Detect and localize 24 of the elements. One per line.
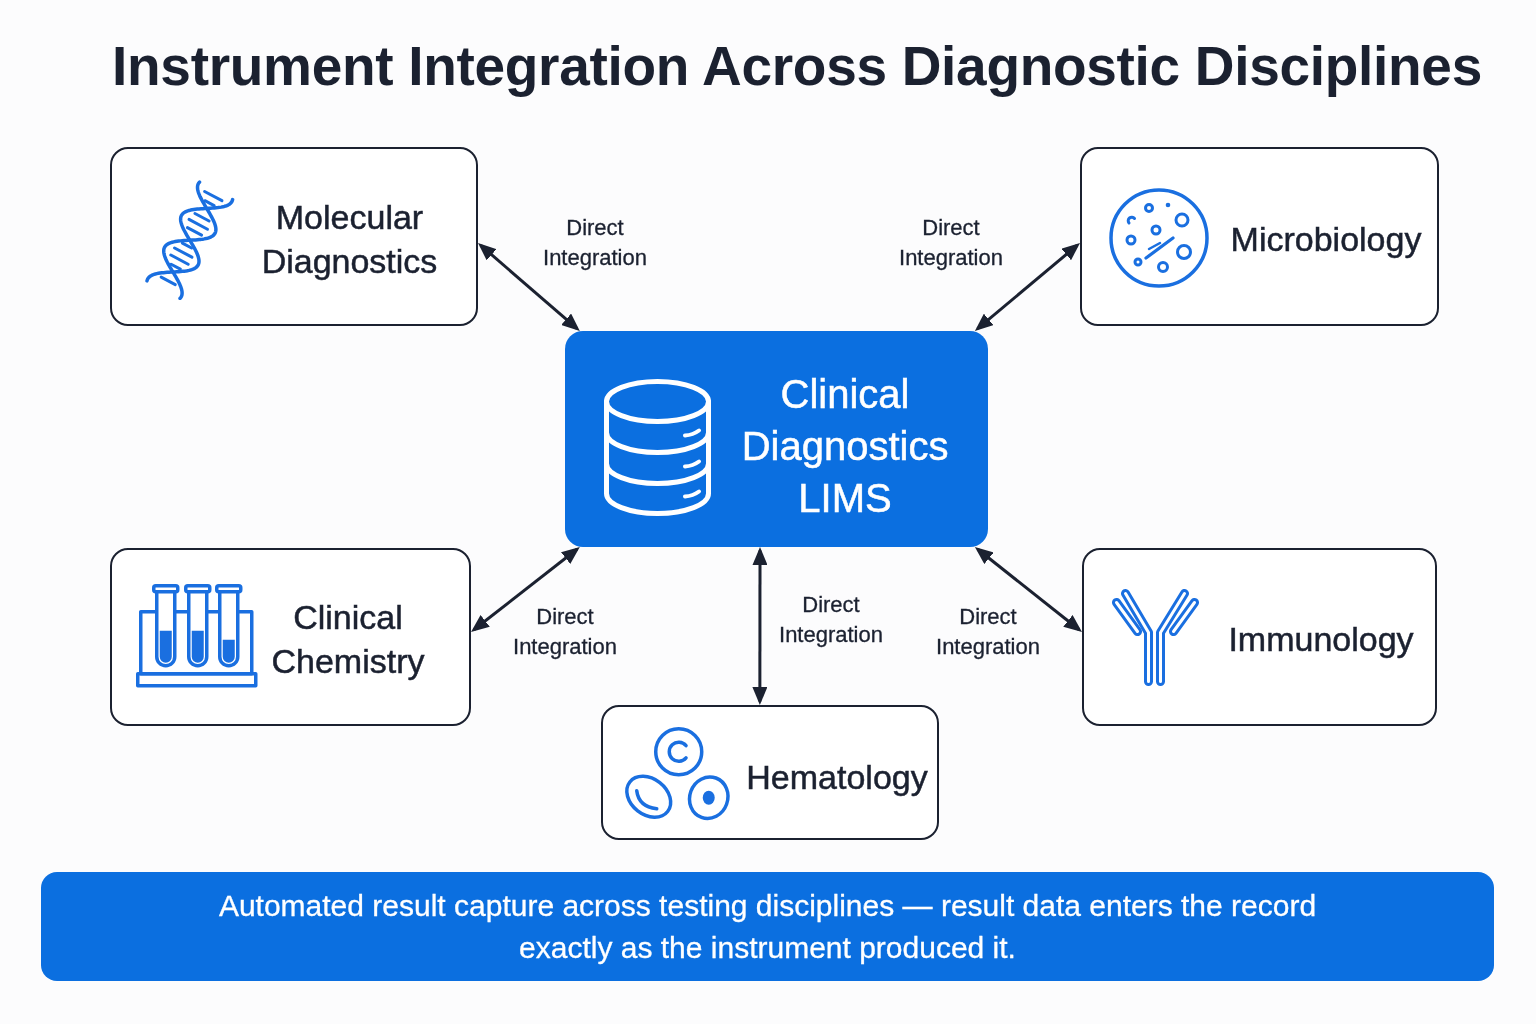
central-box bbox=[565, 331, 988, 547]
discipline-box bbox=[601, 705, 939, 840]
edge-label: Direct Integration bbox=[543, 214, 647, 272]
node-label: Clinical Chemistry bbox=[271, 597, 425, 682]
node-label: Molecular Diagnostics bbox=[261, 196, 438, 282]
caption-text: Automated result capture across testing disciplines — result data enters the record exactly as the instrument produced it. bbox=[217, 887, 1318, 966]
discipline-box bbox=[1080, 147, 1439, 326]
title: Instrument Integration Across Diagnostic Disciplines bbox=[112, 34, 1482, 99]
discipline-box bbox=[110, 147, 478, 326]
edge-label: Direct Integration bbox=[899, 214, 1003, 272]
node-label: Immunology bbox=[1228, 619, 1414, 660]
node-label: Hematology bbox=[746, 757, 928, 798]
edge-label: Direct Integration bbox=[513, 603, 617, 661]
node-label: Microbiology bbox=[1230, 218, 1422, 260]
double-arrow bbox=[752, 547, 768, 705]
double-arrow bbox=[974, 242, 1080, 331]
discipline-box bbox=[110, 548, 471, 726]
double-arrow bbox=[974, 547, 1082, 632]
double-arrow bbox=[478, 242, 580, 331]
discipline-box bbox=[1082, 548, 1437, 726]
double-arrow bbox=[471, 547, 580, 632]
edge-label: Direct Integration bbox=[936, 603, 1040, 661]
node-label: Clinical Diagnostics LIMS bbox=[741, 371, 949, 522]
edge-label: Direct Integration bbox=[779, 591, 883, 649]
